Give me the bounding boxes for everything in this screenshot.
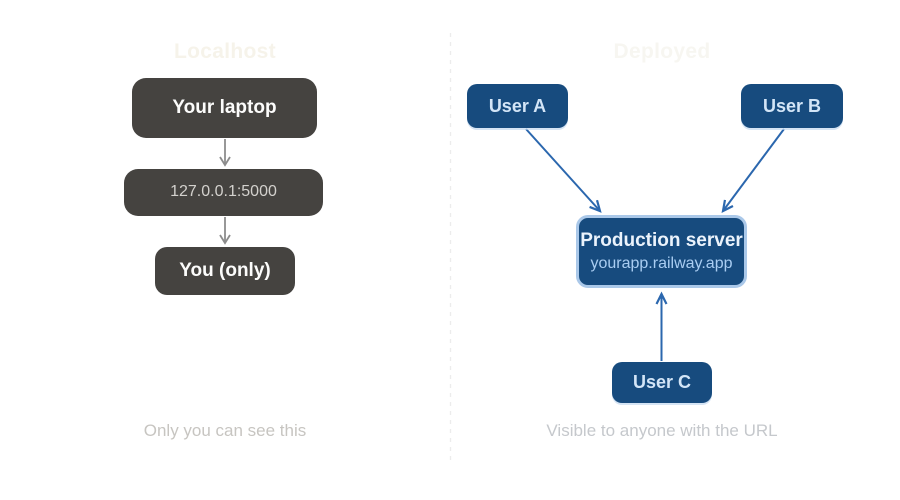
node-production-server-url: yourapp.railway.app <box>590 254 733 272</box>
node-production-server-label: Production server <box>580 229 743 251</box>
node-user-c: User C <box>612 362 712 403</box>
node-your-laptop: Your laptop <box>132 78 317 138</box>
node-you-only-label: You (only) <box>179 260 271 282</box>
node-production-server: Production server yourapp.railway.app <box>576 215 747 288</box>
node-user-c-label: User C <box>632 372 692 393</box>
deployed-panel-title: Deployed <box>613 40 711 63</box>
node-user-b: User B <box>741 84 843 128</box>
node-user-a-label: User A <box>488 95 547 116</box>
node-you-only: You (only) <box>155 247 295 295</box>
localhost-panel-title: Localhost <box>174 40 276 63</box>
node-user-a: User A <box>467 84 568 128</box>
node-your-laptop-label: Your laptop <box>172 97 277 119</box>
node-local-address: 127.0.0.1:5000 <box>124 169 323 216</box>
node-local-address-label: 127.0.0.1:5000 <box>170 183 277 201</box>
edge-usera-to-server <box>525 128 602 213</box>
localhost-caption: Only you can see this <box>143 421 307 440</box>
deployed-caption: Visible to anyone with the URL <box>546 421 778 440</box>
node-user-b-label: User B <box>762 95 822 116</box>
edge-userb-to-server <box>721 128 785 213</box>
